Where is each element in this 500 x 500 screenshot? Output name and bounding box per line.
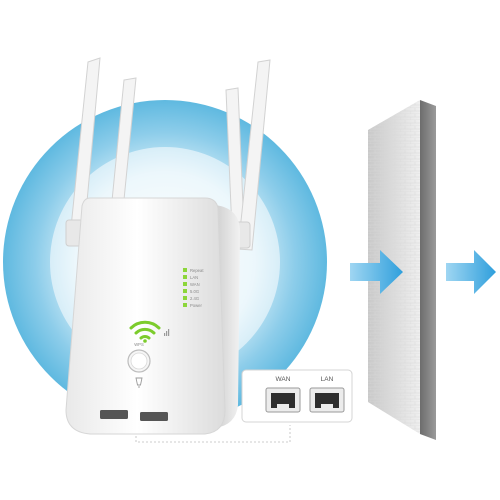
wps-button-caption: WPS <box>134 342 144 347</box>
led-label: LAN <box>190 275 198 280</box>
led-indicator <box>183 268 187 272</box>
led-label: Power <box>190 303 202 308</box>
unit-port-right <box>140 412 168 421</box>
led-label: 5.0G <box>190 289 199 294</box>
lamp-icon <box>135 377 143 388</box>
signal-bars-icon <box>164 329 170 336</box>
antenna-right-outer <box>237 59 271 251</box>
wifi-icon <box>129 320 161 343</box>
router-body <box>65 197 240 435</box>
led-indicator <box>183 282 187 286</box>
led-indicator <box>183 303 187 307</box>
arrow-beyond-wall-icon <box>446 250 496 294</box>
cable-line <box>135 425 291 443</box>
wan-port-label: WAN <box>276 376 291 383</box>
wan-port <box>265 387 301 413</box>
wps-button[interactable] <box>127 349 151 373</box>
led-indicator <box>183 275 187 279</box>
lan-port <box>309 387 345 413</box>
arrow-through-wall-icon <box>350 250 403 294</box>
led-label: 2.4G <box>190 296 199 301</box>
unit-port-left <box>100 410 128 419</box>
led-label: Repeat <box>190 268 204 273</box>
port-callout: WAN LAN <box>241 369 353 423</box>
led-label: WAN <box>190 282 200 287</box>
led-indicator <box>183 296 187 300</box>
led-indicator <box>183 289 187 293</box>
lan-port-label: LAN <box>321 376 334 383</box>
